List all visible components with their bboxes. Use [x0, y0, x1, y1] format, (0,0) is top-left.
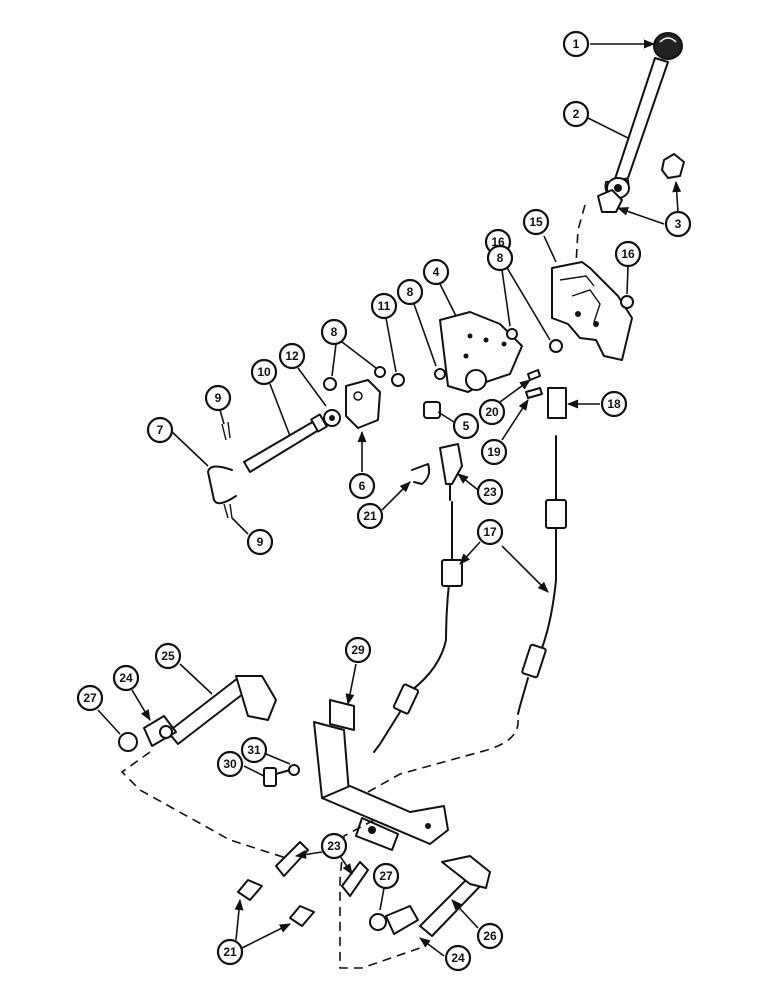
svg-text:25: 25 — [161, 649, 175, 663]
svg-text:12: 12 — [285, 349, 299, 363]
svg-text:17: 17 — [483, 525, 497, 539]
callout-10: 10 — [250, 358, 278, 386]
svg-text:15: 15 — [529, 215, 543, 229]
callout-8-right: 8 — [486, 244, 514, 272]
clips-lower — [237, 879, 315, 927]
svg-text:27: 27 — [379, 869, 393, 883]
callout-24-upper: 24 — [112, 664, 140, 692]
svg-text:2: 2 — [573, 107, 580, 121]
callout-23-upper: 23 — [476, 478, 504, 506]
svg-text:23: 23 — [483, 485, 497, 499]
svg-text:29: 29 — [351, 643, 365, 657]
retaining-clips — [597, 153, 685, 213]
svg-text:20: 20 — [485, 405, 499, 419]
svg-text:3: 3 — [675, 217, 682, 231]
cable-right — [367, 435, 567, 793]
callout-27-lower: 27 — [372, 862, 400, 890]
callout-27-upper: 27 — [76, 684, 104, 712]
shift-knob — [653, 32, 683, 60]
svg-text:19: 19 — [487, 445, 501, 459]
callout-11: 11 — [370, 292, 398, 320]
callout-17: 17 — [476, 518, 504, 546]
clevis-upper — [439, 443, 463, 501]
clip-upper — [411, 463, 431, 485]
svg-text:24: 24 — [119, 671, 133, 685]
callout-24-lower: 24 — [444, 944, 472, 972]
lever-bracket — [551, 204, 633, 361]
svg-text:31: 31 — [247, 743, 261, 757]
shift-rail-25 — [118, 675, 277, 752]
svg-text:1: 1 — [573, 37, 580, 51]
cable-left — [373, 501, 463, 753]
callout-6: 6 — [348, 472, 376, 500]
nuts-16 — [549, 295, 634, 353]
nut-11 — [391, 373, 405, 387]
svg-text:9: 9 — [257, 535, 264, 549]
callout-5: 5 — [452, 412, 480, 440]
svg-text:8: 8 — [331, 325, 338, 339]
callout-19: 19 — [480, 438, 508, 466]
callout-29: 29 — [344, 636, 372, 664]
callout-12: 12 — [278, 342, 306, 370]
bushing-5 — [423, 401, 441, 419]
callout-20: 20 — [478, 398, 506, 426]
svg-text:7: 7 — [157, 423, 164, 437]
dashed-guide-lines — [120, 751, 421, 969]
callout-15: 15 — [522, 208, 550, 236]
svg-text:10: 10 — [257, 365, 271, 379]
svg-text:21: 21 — [363, 509, 377, 523]
svg-text:18: 18 — [607, 397, 621, 411]
svg-text:27: 27 — [83, 691, 97, 705]
svg-text:8: 8 — [497, 251, 504, 265]
callout-21-upper: 21 — [356, 502, 384, 530]
block-18 — [547, 387, 567, 419]
callout-23-lower: 23 — [320, 832, 348, 860]
svg-text:16: 16 — [621, 247, 635, 261]
svg-text:4: 4 — [433, 265, 440, 279]
callout-1: 1 — [562, 30, 590, 58]
callout-31: 31 — [240, 736, 268, 764]
shaft-10 — [243, 409, 341, 473]
rod-7 — [207, 421, 237, 519]
callout-2: 2 — [562, 100, 590, 128]
pivot-block — [345, 379, 381, 429]
bolt-30 — [263, 764, 300, 787]
svg-text:6: 6 — [359, 479, 366, 493]
callout-4: 4 — [422, 258, 450, 286]
gate-plate — [439, 311, 523, 393]
callout-21-lower: 21 — [216, 938, 244, 966]
mounting-bracket — [313, 699, 449, 851]
callout-9-top: 9 — [204, 384, 232, 412]
callout-26: 26 — [476, 922, 504, 950]
svg-text:26: 26 — [483, 929, 497, 943]
svg-text:5: 5 — [463, 419, 470, 433]
callout-3: 3 — [664, 210, 692, 238]
svg-text:8: 8 — [407, 285, 414, 299]
pins-19-20 — [525, 369, 543, 399]
svg-text:23: 23 — [327, 839, 341, 853]
shift-lever — [604, 57, 669, 199]
svg-text:30: 30 — [223, 757, 237, 771]
callout-18: 18 — [600, 390, 628, 418]
callout-16-right: 16 — [614, 240, 642, 268]
washers-8 — [323, 328, 518, 391]
callout-8-middle: 8 — [396, 278, 424, 306]
callout-25: 25 — [154, 642, 182, 670]
callout-7: 7 — [146, 416, 174, 444]
callout-30: 30 — [216, 750, 244, 778]
svg-text:24: 24 — [451, 951, 465, 965]
svg-text:21: 21 — [223, 945, 237, 959]
callout-9-bottom: 9 — [246, 528, 274, 556]
svg-text:11: 11 — [378, 299, 391, 313]
svg-text:9: 9 — [215, 391, 222, 405]
callout-8-left: 8 — [320, 318, 348, 346]
